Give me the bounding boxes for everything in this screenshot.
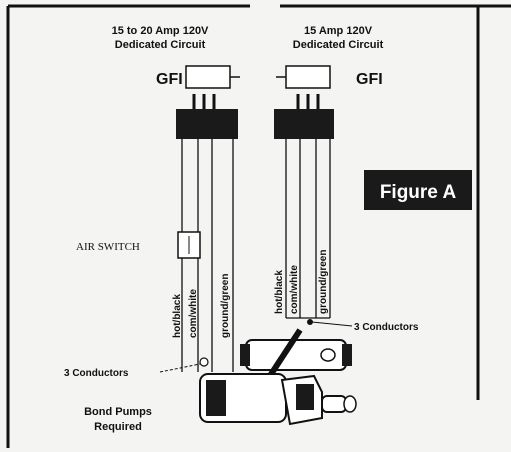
left-conductors-label: 3 Conductors [64,368,129,379]
right-circuit-title-1: 15 Amp 120V [304,25,373,37]
right-prongs [296,94,320,110]
left-circuit-title-1: 15 to 20 Amp 120V [112,25,209,37]
right-wire-ground: ground/green [318,250,329,314]
left-wire-hot: hot/black [172,294,183,338]
bond-label-1: Bond Pumps [84,406,152,418]
left-wire-com: com/white [188,289,199,338]
figure-title: Figure A [380,182,457,203]
left-circuit-title-2: Dedicated Circuit [115,39,206,51]
right-conductors-label: 3 Conductors [354,322,419,333]
right-circuit-title-2: Dedicated Circuit [293,39,384,51]
right-wire-com: com/white [289,265,300,314]
left-gfi-plug [185,65,240,89]
right-gfi-plug [276,65,331,89]
right-connector-block [274,109,334,139]
left-gfi-label: GFI [156,71,183,88]
left-conductors-callout: 3 Conductors [64,357,209,379]
left-wire-ground-visible: ground/green [220,274,231,338]
right-gfi-label: GFI [356,71,383,88]
right-cable [285,139,331,319]
pump-assembly [199,373,357,426]
right-conductors-callout: 3 Conductors [307,319,419,333]
air-switch-label: AIR SWITCH [76,241,140,253]
bond-label-2: Required [94,421,142,433]
left-connector-block [176,109,238,139]
heater-unit [240,328,352,390]
left-prongs [192,94,216,110]
figure-badge: Figure A [364,170,472,210]
right-wire-hot: hot/black [274,270,285,314]
